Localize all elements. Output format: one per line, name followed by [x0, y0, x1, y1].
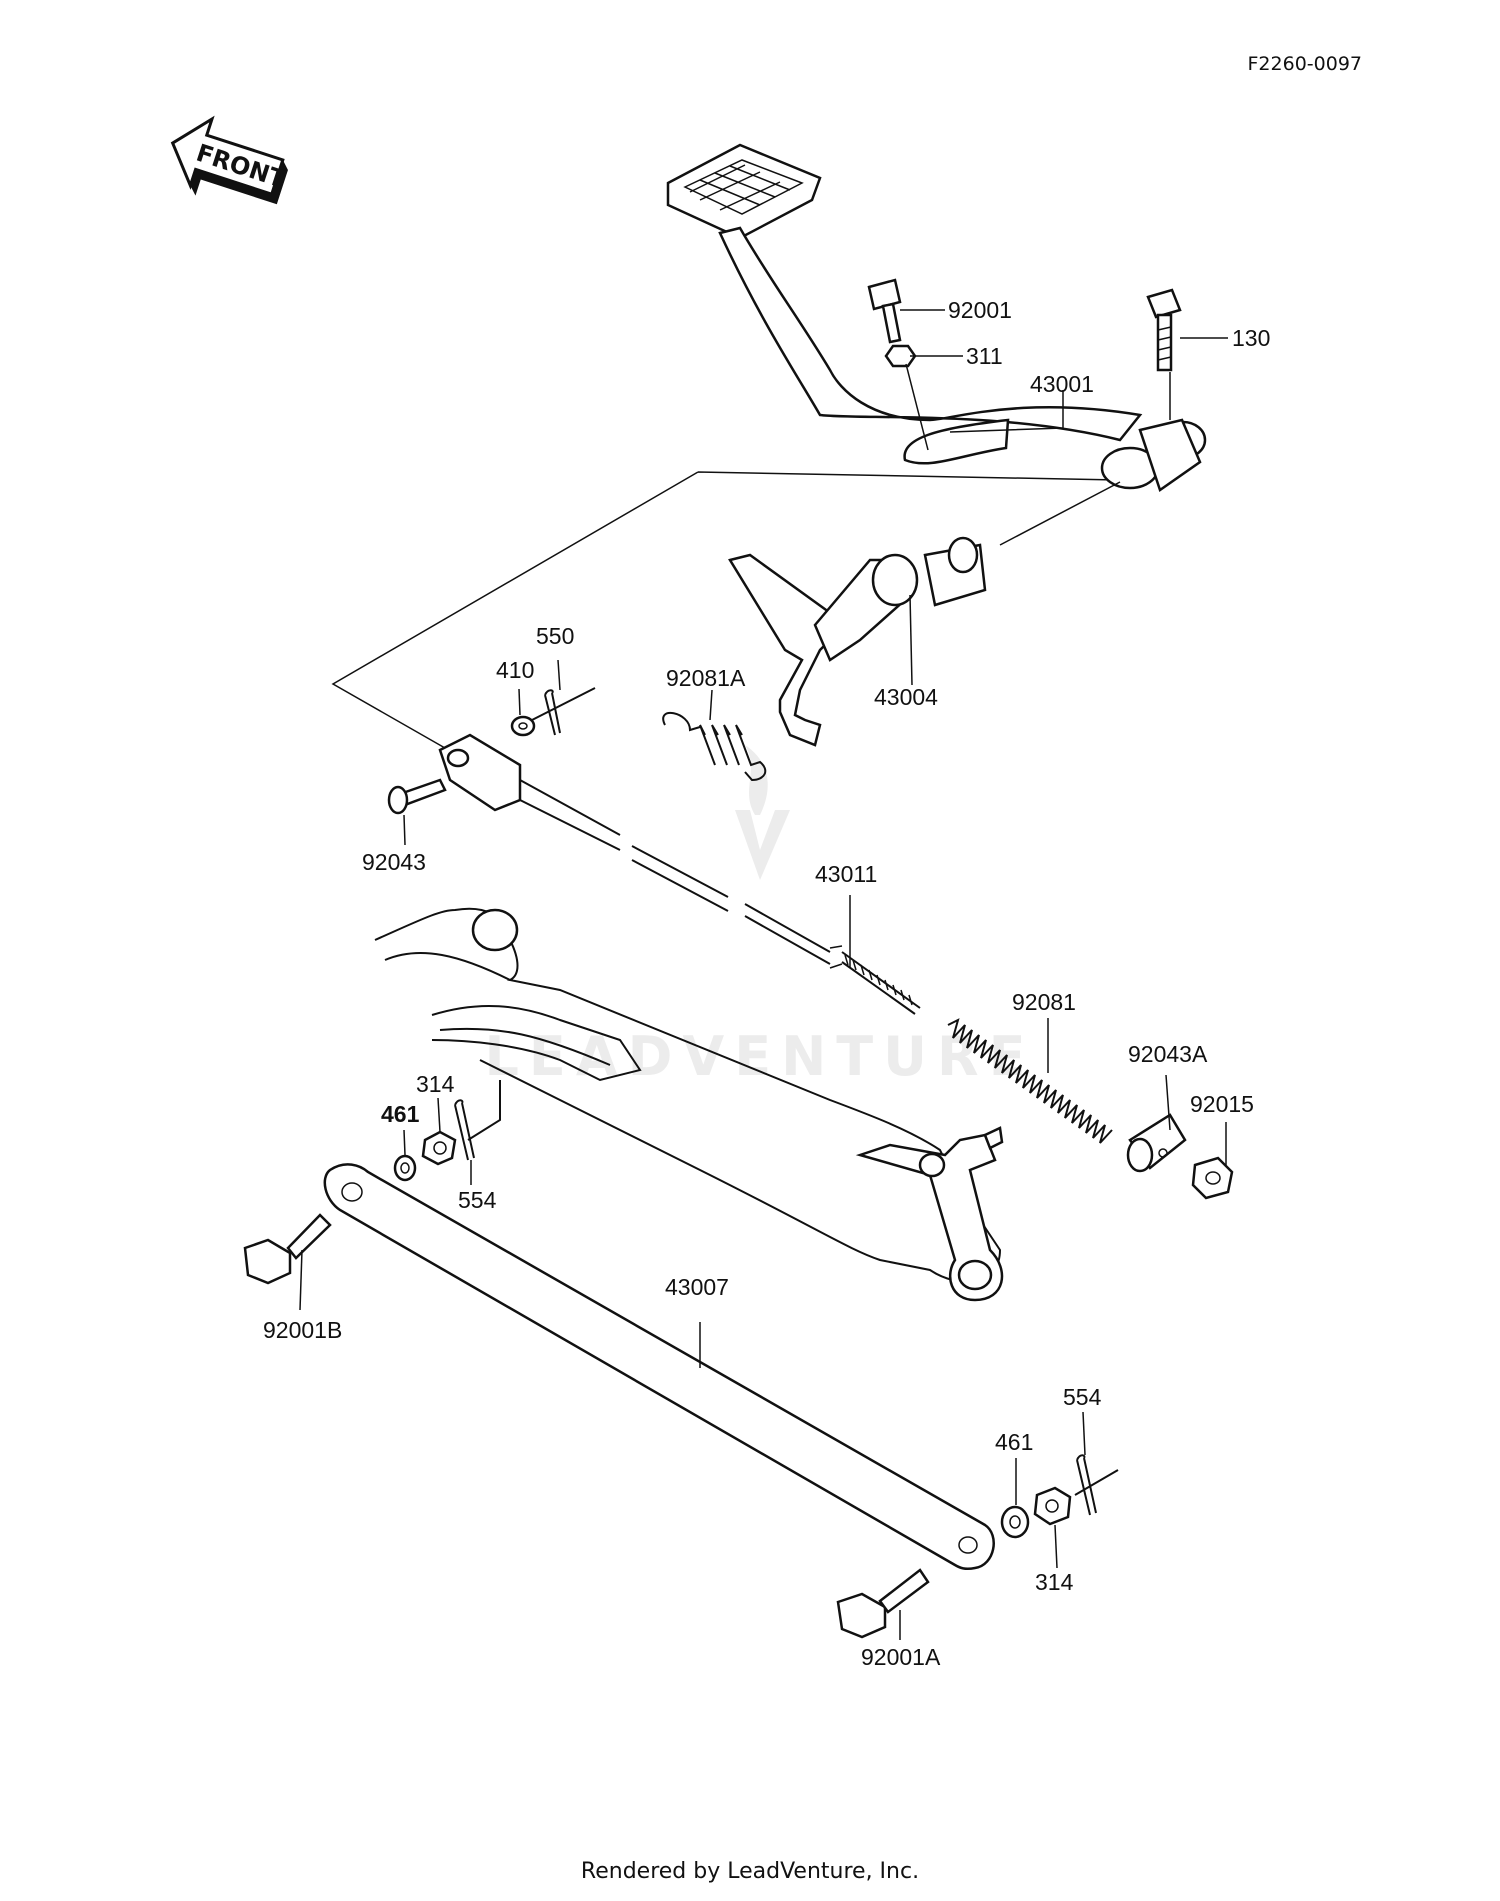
callout-311: 311: [966, 343, 1003, 369]
return-spring-92081A: [662, 711, 767, 782]
washer-461-right: [1000, 1505, 1030, 1539]
nut-314-left: [421, 1130, 457, 1166]
brake-rod-clevis: [438, 733, 522, 812]
callout-92001B: 92001B: [263, 1317, 342, 1343]
callout-92001: 92001: [948, 297, 1012, 323]
rod-spring-92081: [947, 1018, 1113, 1144]
brake-rod-43011: [519, 779, 921, 1015]
footer-credit: Rendered by LeadVenture, Inc.: [581, 1859, 919, 1884]
callout-130: 130: [1232, 325, 1270, 351]
callout-554-right: 554: [1063, 1384, 1102, 1410]
callout-43007: 43007: [665, 1274, 729, 1300]
bolt-130: [1146, 288, 1182, 372]
washer-461-left: [393, 1154, 417, 1182]
callout-43011: 43011: [815, 861, 877, 887]
bolt-92001: [867, 278, 902, 344]
watermark-logo: LEADVENTURE: [485, 745, 1036, 1088]
leader-lines: [299, 309, 1228, 1640]
swing-arm: [374, 907, 1002, 1283]
callout-314-right: 314: [1035, 1569, 1074, 1595]
callout-550: 550: [536, 623, 574, 649]
adjuster-nut-92015: [1191, 1156, 1234, 1200]
callout-461-left: 461: [381, 1101, 420, 1127]
nut-314-right: [1033, 1486, 1072, 1526]
bolt-92001A: [836, 1568, 930, 1639]
callout-labels: 92001 311 130 43001 550 410 92081A 43004…: [263, 297, 1270, 1670]
callout-92043: 92043: [362, 849, 426, 875]
brake-shaft-43004: [728, 536, 987, 747]
washer-410: [510, 715, 536, 737]
front-direction-badge: FRONT: [170, 115, 289, 205]
callout-554-left: 554: [458, 1187, 497, 1213]
nut-311: [884, 344, 917, 368]
callout-92043A: 92043A: [1128, 1041, 1208, 1067]
brake-cam-lever: [855, 1126, 1004, 1302]
cotter-pin-554-right: [1074, 1454, 1119, 1516]
diagram-code: F2260-0097: [1248, 53, 1363, 75]
torque-link-43007: [323, 1163, 995, 1571]
callout-92015: 92015: [1190, 1091, 1254, 1117]
cotter-pin-554-left: [454, 1080, 501, 1161]
callout-410: 410: [496, 657, 534, 683]
callout-461-right: 461: [995, 1429, 1033, 1455]
bolt-92001B: [243, 1213, 332, 1285]
reference-plane-outline: [331, 471, 1119, 753]
watermark-text: LEADVENTURE: [485, 1025, 1036, 1088]
brake-pedal-43001: [666, 143, 1207, 492]
callout-92081A: 92081A: [666, 665, 746, 691]
callout-92081: 92081: [1012, 989, 1076, 1015]
callout-43004: 43004: [874, 684, 938, 710]
callout-43001: 43001: [1030, 371, 1094, 397]
callout-314-left: 314: [416, 1071, 455, 1097]
clevis-pin-92043: [387, 778, 447, 815]
joint-92043A: [1126, 1113, 1187, 1173]
cotter-pin-550: [531, 687, 596, 736]
callout-92001A: 92001A: [861, 1644, 941, 1670]
